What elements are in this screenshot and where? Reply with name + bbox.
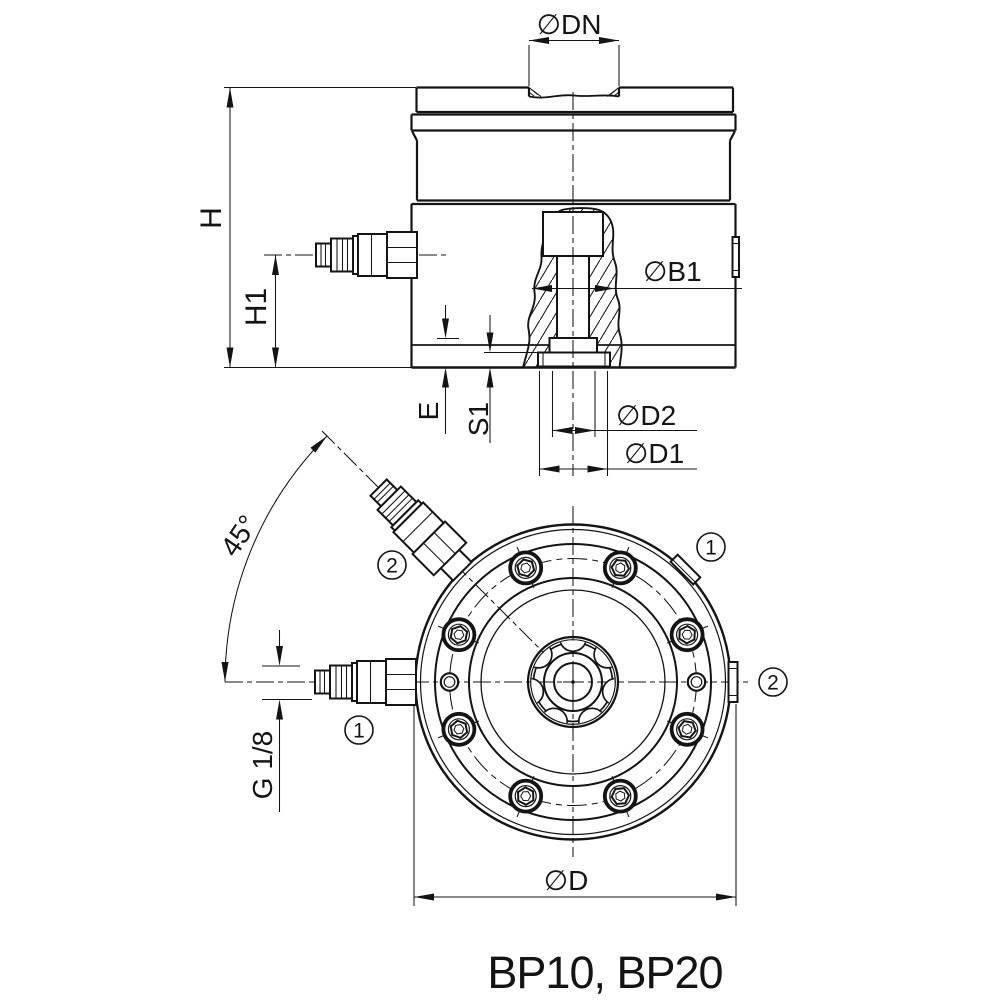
top-view: 45° G 1/8 1 2 2 1 — [214, 430, 788, 906]
dim-e: E — [413, 305, 459, 434]
socket-screw — [508, 778, 544, 814]
callout-port1-tab: 1 — [696, 532, 726, 562]
socket-screw — [441, 711, 477, 747]
side-view: ∅DN H H1 ∅B1 E — [195, 9, 742, 476]
top-recess — [527, 87, 621, 99]
svg-text:2: 2 — [386, 555, 398, 578]
dim-thread-g18: G 1/8 — [247, 630, 312, 812]
socket-screw — [669, 617, 705, 653]
dim-h1: H1 — [240, 255, 279, 368]
dim-label-e: E — [413, 402, 444, 421]
dim-h: H — [195, 86, 416, 369]
socket-screw — [602, 778, 638, 814]
callout-port2-tab: 2 — [758, 667, 788, 697]
dim-dn: ∅DN — [528, 9, 620, 86]
hydraulic-coupler-port2 — [369, 478, 473, 582]
top-view-centerlines — [225, 430, 751, 857]
hydraulic-coupler-side — [315, 231, 418, 279]
dim-s1: S1 — [463, 315, 546, 443]
svg-text:1: 1 — [705, 537, 717, 560]
dim-label-h1: H1 — [240, 288, 273, 326]
dim-d2: ∅D2 — [551, 371, 697, 437]
dim-label-h: H — [195, 207, 228, 229]
drawing-caption: BP10, BP20 — [487, 947, 722, 998]
dim-label-d2: ∅D2 — [616, 400, 676, 431]
callout-port2-coupler: 2 — [377, 550, 407, 580]
dim-d: ∅D — [413, 704, 737, 906]
dim-label-s1: S1 — [463, 402, 494, 436]
dim-label-d: ∅D — [544, 865, 589, 896]
socket-screws — [441, 550, 705, 814]
dim-b1: ∅B1 — [532, 256, 742, 292]
hydraulic-coupler-port1 — [314, 658, 417, 706]
port-tab-right — [727, 661, 739, 703]
dim-label-thread: G 1/8 — [247, 731, 278, 799]
dim-label-d1: ∅D1 — [624, 438, 684, 469]
socket-screw — [441, 617, 477, 653]
socket-screw — [508, 550, 544, 586]
svg-text:2: 2 — [767, 672, 779, 695]
dim-d1: ∅D1 — [538, 371, 697, 476]
socket-screw — [669, 711, 705, 747]
callout-port1-coupler: 1 — [344, 715, 374, 745]
svg-text:1: 1 — [353, 720, 365, 743]
dim-angle-45: 45° — [214, 435, 328, 683]
dim-label-b1: ∅B1 — [643, 256, 702, 287]
dim-label-angle: 45° — [214, 509, 263, 561]
port-tab-45deg — [669, 553, 702, 586]
dim-label-dn: ∅DN — [537, 9, 602, 40]
socket-screw — [602, 550, 638, 586]
dowel-holes — [439, 672, 707, 692]
side-port-tab — [731, 236, 740, 278]
